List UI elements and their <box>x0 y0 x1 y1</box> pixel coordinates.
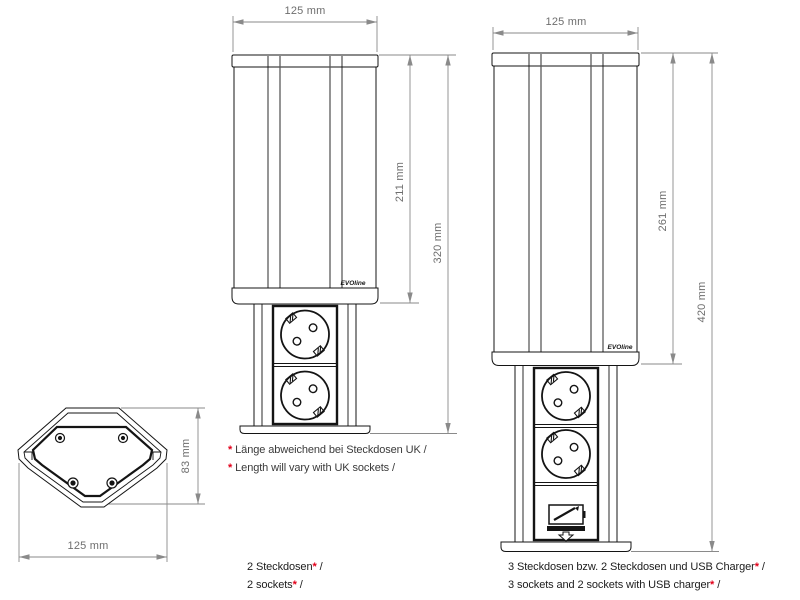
right-tower-front-view: EVOline <box>491 27 719 552</box>
asterisk-icon: * <box>754 561 759 573</box>
left-tower-body <box>231 54 379 305</box>
corner-top-view <box>17 407 205 562</box>
asterisk-icon: * <box>710 579 715 591</box>
brand-logo: EVOline <box>608 344 633 351</box>
usb-charger-module-icon <box>547 504 586 542</box>
asterisk-icon: * <box>292 579 297 591</box>
left-tower-upper-height-dimension: 211 mm <box>394 161 406 203</box>
caption-line-de: 2 Steckdosen* / <box>247 561 323 573</box>
left-tower-base <box>239 425 371 434</box>
left-tower-caption: 2 Steckdosen* / 2 sockets* / <box>247 558 323 594</box>
footnote-line-de: * Länge abweichend bei Steckdosen UK / <box>228 444 427 456</box>
right-tower-width-dimension: 125 mm <box>545 16 587 28</box>
right-tower-dimension-lines <box>492 27 719 552</box>
asterisk-icon: * <box>312 561 317 573</box>
right-tower-base <box>500 541 632 552</box>
left-tower-width-dimension: 125 mm <box>284 5 326 17</box>
caption-line-de: 3 Steckdosen bzw. 2 Steckdosen und USB C… <box>508 561 765 573</box>
asterisk-icon: * <box>228 444 233 456</box>
right-tower-caption: 3 Steckdosen bzw. 2 Steckdosen und USB C… <box>508 558 765 594</box>
footnote-line-en: * Length will vary with UK sockets / <box>228 462 395 474</box>
right-tower-upper-height-dimension: 261 mm <box>657 190 669 232</box>
caption-line-en: 2 sockets* / <box>247 579 303 591</box>
uk-socket-footnote: * Länge abweichend bei Steckdosen UK / *… <box>228 441 427 477</box>
left-tower-dimension-lines <box>232 16 457 434</box>
screw-hole-icons <box>54 432 129 489</box>
right-tower-body <box>491 52 640 366</box>
top-view-outline <box>17 407 168 508</box>
brand-logo: EVOline <box>341 280 366 287</box>
top-view-width-dimension: 125 mm <box>67 540 109 552</box>
asterisk-icon: * <box>228 462 233 474</box>
caption-line-en: 3 sockets and 2 sockets with USB charger… <box>508 579 721 591</box>
top-view-dimension-lines <box>18 407 205 562</box>
left-tower-front-view: EVOline <box>231 16 457 434</box>
top-view-height-dimension: 83 mm <box>180 438 192 474</box>
right-tower-total-height-dimension: 420 mm <box>696 281 708 323</box>
left-tower-total-height-dimension: 320 mm <box>432 222 444 264</box>
